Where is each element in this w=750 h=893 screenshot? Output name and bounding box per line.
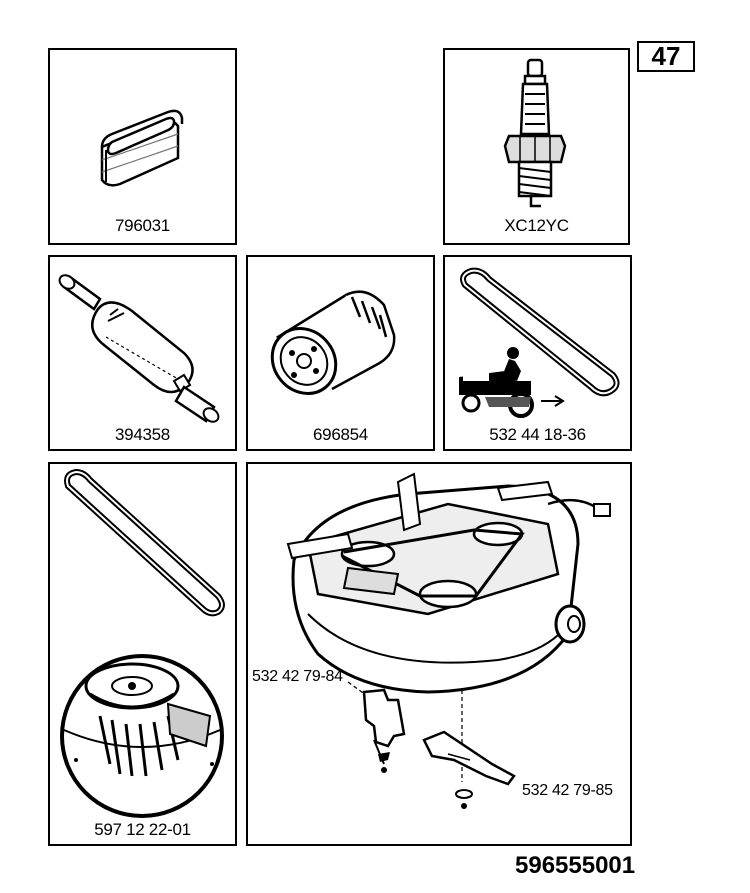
part-box-mower-deck: 532 42 79-84 532 42 79-85 (246, 462, 632, 846)
blade-part-label-right: 532 42 79-85 (522, 782, 613, 799)
page-number: 47 (637, 41, 695, 72)
part-box-drive-belt: 532 44 18-36 (443, 255, 632, 451)
part-number-label: 696854 (313, 425, 368, 444)
part-box-air-filter: 796031 (48, 48, 237, 245)
spark-plug-icon (503, 58, 567, 208)
riding-mower-icon (459, 347, 565, 418)
mower-deck-icon (286, 472, 611, 782)
part-number-label: 394358 (115, 425, 170, 444)
part-box-spark-plug: XC12YC (443, 48, 630, 245)
belt-icon (64, 468, 225, 617)
part-number-label: 597 12 22-01 (94, 820, 191, 839)
belt-icon (460, 267, 620, 397)
part-box-oil-filter: 696854 (246, 255, 435, 451)
pulley-icon (60, 654, 224, 818)
part-box-fuel-filter: 394358 (48, 255, 237, 451)
blade-part-label-left: 532 42 79-84 (252, 668, 343, 685)
part-number-label: XC12YC (504, 216, 569, 235)
document-number: 596555001 (515, 852, 636, 879)
oil-filter-icon (270, 290, 396, 395)
blade-icon (362, 688, 406, 773)
part-number-label: 796031 (115, 216, 170, 235)
air-filter-icon (100, 109, 184, 187)
fuel-filter-icon (58, 274, 220, 423)
blade-icon (422, 730, 516, 809)
part-box-deck-belt: 597 12 22-01 (48, 462, 237, 846)
part-number-label: 532 44 18-36 (489, 425, 586, 444)
